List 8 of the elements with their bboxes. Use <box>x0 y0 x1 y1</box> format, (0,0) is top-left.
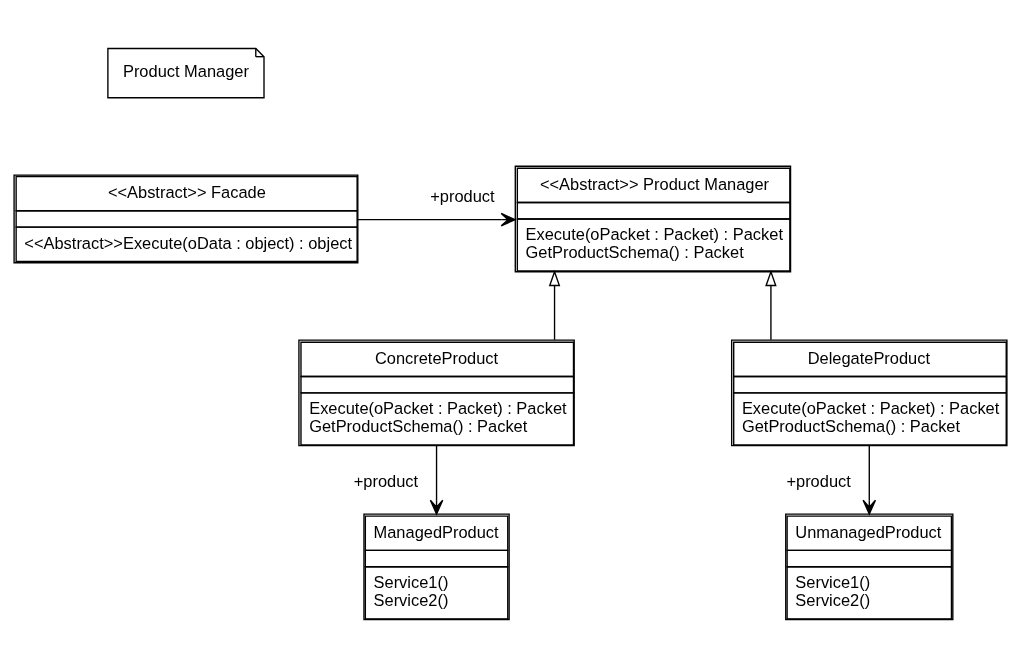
arrow <box>357 212 516 227</box>
arrow <box>429 445 444 515</box>
edge-label: +product <box>786 471 851 490</box>
arrow <box>862 445 877 515</box>
edge-label: +product <box>430 186 495 205</box>
arrow <box>548 269 561 341</box>
edge-label: +product <box>353 471 419 490</box>
arrow <box>765 269 777 341</box>
